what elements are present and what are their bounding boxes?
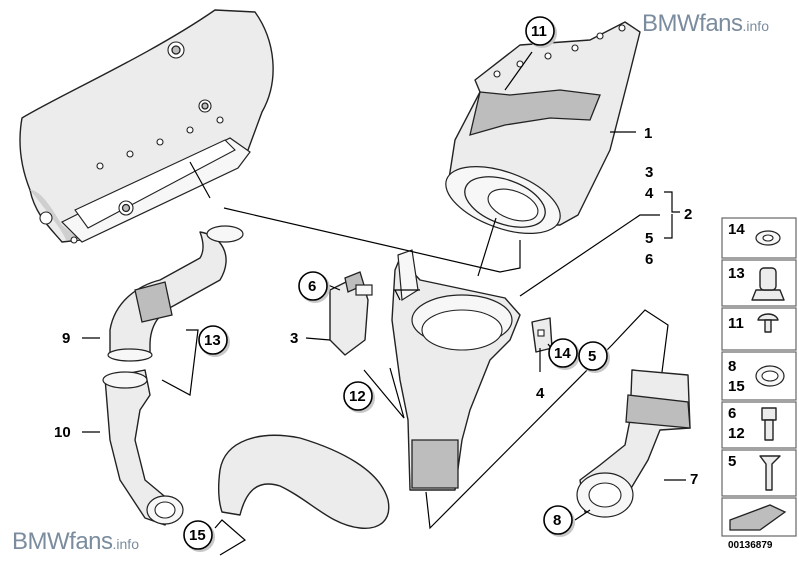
label-13: 13 <box>204 332 221 349</box>
leader-lines <box>82 51 686 556</box>
legend-6: 6 <box>728 405 736 422</box>
legend-12: 12 <box>728 425 745 442</box>
label-3a: 3 <box>645 164 653 181</box>
label-14: 14 <box>554 345 571 362</box>
resonator-duct <box>217 434 390 529</box>
watermark-bottom-brand: BMWfans <box>12 528 113 555</box>
bracket-part-4 <box>531 317 553 353</box>
legend-11: 11 <box>728 315 744 332</box>
label-6b: 6 <box>308 278 316 295</box>
actuator-part-3 <box>329 271 373 356</box>
watermark-top: BMWfans.info <box>642 10 769 38</box>
label-1: 1 <box>644 125 652 142</box>
document-number: 00136879 <box>728 540 773 551</box>
air-filter-cover <box>19 9 274 244</box>
label-5b: 5 <box>588 348 596 365</box>
air-duct-part-1 <box>445 21 641 234</box>
label-7: 7 <box>690 471 698 488</box>
label-2: 2 <box>684 206 692 223</box>
central-housing <box>391 249 521 491</box>
label-8: 8 <box>553 512 561 529</box>
label-4b: 4 <box>536 385 545 402</box>
watermark-bottom: BMWfans.info <box>12 528 139 556</box>
watermark-top-suffix: .info <box>742 18 769 34</box>
label-6a: 6 <box>645 251 653 268</box>
legend-13: 13 <box>728 265 745 282</box>
legend-15: 15 <box>728 378 745 395</box>
legend-5: 5 <box>728 453 736 470</box>
fastener-legend <box>721 217 797 537</box>
label-3b: 3 <box>290 330 298 347</box>
intake-hose-part-9 <box>107 225 244 362</box>
watermark-bottom-suffix: .info <box>112 536 139 552</box>
label-11: 11 <box>531 23 547 40</box>
label-4a: 4 <box>645 185 654 202</box>
label-9: 9 <box>62 330 70 347</box>
intake-hose-part-7 <box>576 369 691 518</box>
label-12: 12 <box>349 388 366 405</box>
watermark-top-brand: BMWfans <box>642 10 743 37</box>
callout-labels: 1 2 3 4 5 6 3 4 7 9 10 11 6 13 12 14 5 8 <box>54 16 745 552</box>
label-5a: 5 <box>645 230 653 247</box>
legend-8: 8 <box>728 358 736 375</box>
label-15: 15 <box>189 527 206 544</box>
legend-14: 14 <box>728 221 745 238</box>
intake-hose-part-10 <box>102 369 184 526</box>
label-10: 10 <box>54 424 71 441</box>
